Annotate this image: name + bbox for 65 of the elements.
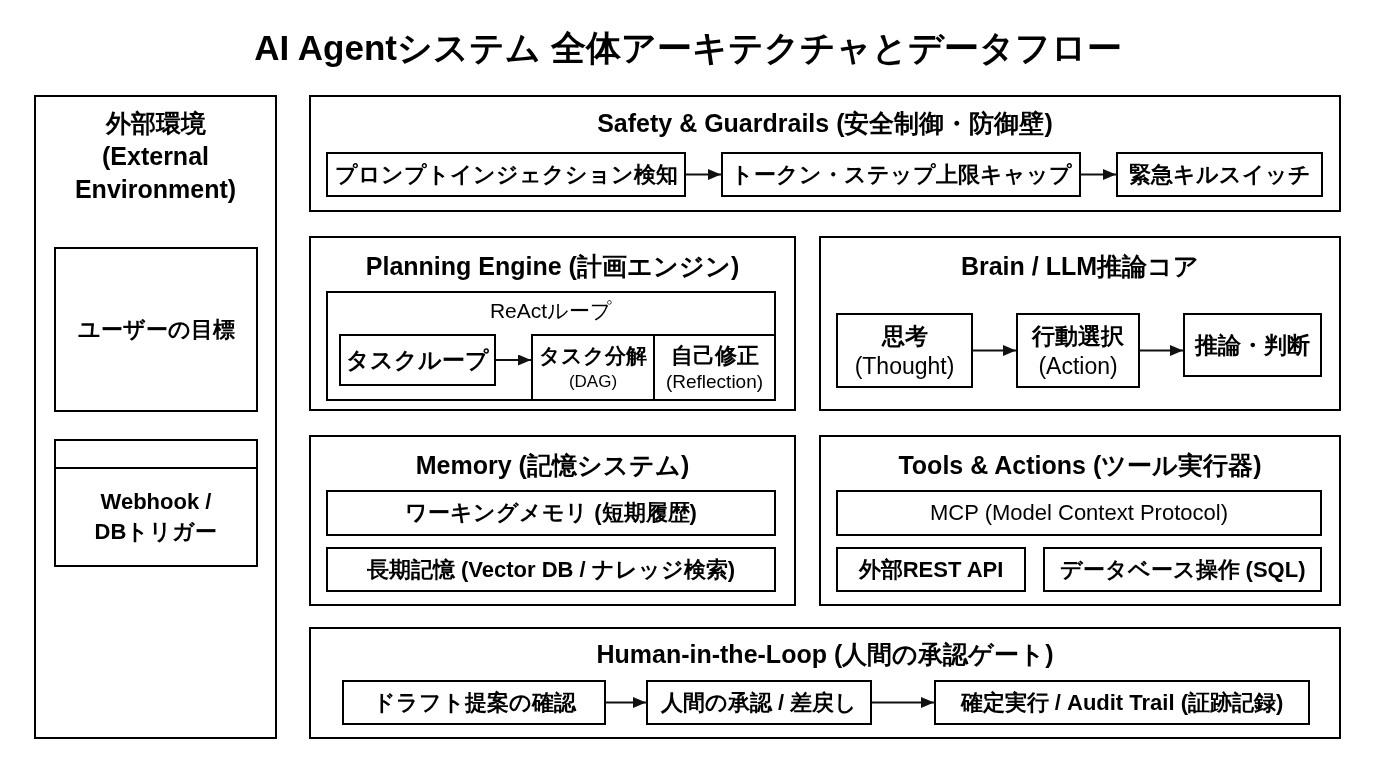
box-label: ワーキングメモリ (短期履歴) <box>405 499 697 527</box>
box-label: 思考 <box>881 321 928 351</box>
arrow <box>871 697 935 708</box>
process-box <box>54 247 258 412</box>
box-label: MCP (Model Context Protocol) <box>930 499 1228 527</box>
panel-heading: Brain / LLM推論コア <box>960 251 1200 282</box>
panel-heading: Memory (記憶システム) <box>415 450 690 481</box>
process-box <box>836 547 1026 592</box>
box-label: 行動選択 <box>1032 321 1124 351</box>
group-panel <box>34 95 277 739</box>
box-label: トークン・ステップ上限キャップ <box>730 160 1072 189</box>
group-panel <box>326 291 776 401</box>
process-box <box>836 490 1322 536</box>
panel-heading: Tools & Actions (ツール実行器) <box>898 450 1262 481</box>
process-box <box>934 680 1310 725</box>
process-box <box>836 313 973 388</box>
box-label: 自己修正 <box>670 341 759 370</box>
panel-heading: Safety & Guardrails (安全制御・防御壁) <box>597 108 1053 139</box>
arrow <box>495 354 532 366</box>
process-box <box>646 680 872 725</box>
box-label: 外部REST API <box>858 555 1004 584</box>
panel-heading: ReActループ <box>489 298 613 324</box>
group-panel <box>819 435 1341 606</box>
process-box <box>339 334 496 386</box>
process-box <box>326 490 776 536</box>
group-panel <box>309 627 1341 739</box>
box-label: データベース操作 (SQL) <box>1059 555 1306 584</box>
process-box <box>342 680 606 725</box>
box-label: ドラフト提案の確認 <box>372 688 576 717</box>
diagram-title: AI Agentシステム 全体アーキテクチャとデータフロー <box>254 27 1122 69</box>
process-box <box>721 152 1081 197</box>
panel-heading: 外部環境 (External Environment) <box>73 108 238 205</box>
process-box <box>1016 313 1140 388</box>
box-label: (Thought) <box>854 351 955 381</box>
box-label: Webhook / DBトリガー <box>93 488 219 546</box>
box-label: 推論・判断 <box>1195 331 1310 360</box>
process-box <box>1116 152 1323 197</box>
process-box <box>1043 547 1322 592</box>
group-panel <box>309 95 1341 212</box>
box-label: (Action) <box>1038 351 1118 381</box>
process-box <box>531 334 655 401</box>
process-box <box>326 152 686 197</box>
box-label: ユーザーの目標 <box>77 315 235 344</box>
arrow <box>1080 169 1117 180</box>
group-panel <box>819 236 1341 411</box>
box-label: 長期記憶 (Vector DB / ナレッジ検索) <box>366 555 736 584</box>
box-label: プロンプトインジェクション検知 <box>334 160 678 189</box>
panel-heading: Human-in-the-Loop (人間の承認ゲート) <box>596 639 1054 670</box>
group-panel <box>309 435 796 606</box>
box-label: 人間の承認 / 差戻し <box>660 688 858 717</box>
process-box <box>326 547 776 592</box>
panel-heading: Planning Engine (計画エンジン) <box>365 251 740 282</box>
arrow <box>972 345 1017 356</box>
box-label: (Reflection) <box>665 369 764 394</box>
arrow <box>685 169 722 180</box>
box-label: タスクループ <box>346 346 489 374</box>
process-box <box>54 439 258 567</box>
arrow <box>605 697 647 708</box>
box-label: (DAG) <box>568 370 618 393</box>
group-panel <box>309 236 796 411</box>
arrow <box>1139 345 1184 356</box>
box-label: タスク分解 <box>539 342 647 369</box>
process-box <box>1183 313 1322 377</box>
box-label: 緊急キルスイッチ <box>1128 160 1311 189</box>
box-label: 確定実行 / Audit Trail (証跡記録) <box>960 688 1284 717</box>
